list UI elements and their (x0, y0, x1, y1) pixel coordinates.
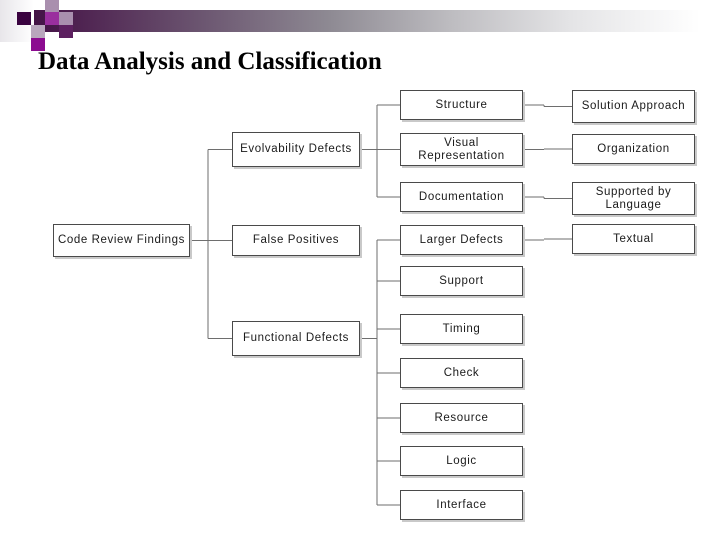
header-gradient-bar (0, 10, 720, 32)
deco-square-6 (59, 12, 73, 25)
tree-node-logic[interactable]: Logic (400, 446, 523, 476)
tree-node-falsepos[interactable]: False Positives (232, 225, 360, 256)
tree-node-label: Timing (442, 322, 481, 335)
tree-node-label: Logic (446, 454, 477, 467)
tree-node-label: Code Review Findings (57, 234, 186, 246)
tree-node-label: Check (443, 366, 480, 379)
deco-square-1 (17, 12, 31, 25)
tree-node-resource[interactable]: Resource (400, 403, 523, 433)
tree-node-check[interactable]: Check (400, 358, 523, 388)
tree-node-label: False Positives (252, 234, 340, 246)
tree-node-interface[interactable]: Interface (400, 490, 523, 520)
tree-node-supportedby[interactable]: Supported by Language (572, 182, 695, 215)
tree-node-structure[interactable]: Structure (400, 90, 523, 120)
tree-node-func[interactable]: Functional Defects (232, 321, 360, 356)
deco-square-3 (31, 25, 45, 38)
tree-node-root[interactable]: Code Review Findings (53, 224, 190, 257)
tree-node-label: Interface (436, 498, 487, 511)
slide-header-decoration (0, 0, 720, 51)
tree-node-label: Solution Approach (581, 100, 686, 112)
deco-square-5 (31, 38, 45, 51)
tree-node-evol[interactable]: Evolvability Defects (232, 132, 360, 167)
deco-square-4 (45, 12, 59, 25)
tree-node-label: Documentation (418, 190, 505, 203)
deco-square-7 (59, 25, 73, 38)
tree-node-label: Textual (613, 232, 654, 245)
tree-node-label: Functional Defects (242, 332, 350, 344)
tree-node-label: Resource (434, 411, 489, 424)
tree-node-label: Support (439, 274, 484, 287)
tree-node-larger[interactable]: Larger Defects (400, 225, 523, 255)
tree-node-visual[interactable]: Visual Representation (400, 133, 523, 166)
deco-square-2 (45, 0, 59, 12)
tree-node-label: Evolvability Defects (240, 143, 352, 155)
tree-node-timing[interactable]: Timing (400, 314, 523, 344)
tree-node-label: Larger Defects (419, 233, 504, 246)
tree-node-label: Organization (597, 142, 670, 155)
tree-node-label: Structure (435, 98, 488, 111)
tree-node-organization[interactable]: Organization (572, 134, 695, 164)
tree-node-doc[interactable]: Documentation (400, 182, 523, 212)
tree-node-solution[interactable]: Solution Approach (572, 90, 695, 123)
page-title: Data Analysis and Classification (38, 48, 382, 75)
tree-node-textual[interactable]: Textual (572, 224, 695, 254)
tree-node-support[interactable]: Support (400, 266, 523, 296)
tree-node-label: Supported by Language (595, 185, 672, 211)
tree-node-label: Visual Representation (418, 136, 505, 162)
